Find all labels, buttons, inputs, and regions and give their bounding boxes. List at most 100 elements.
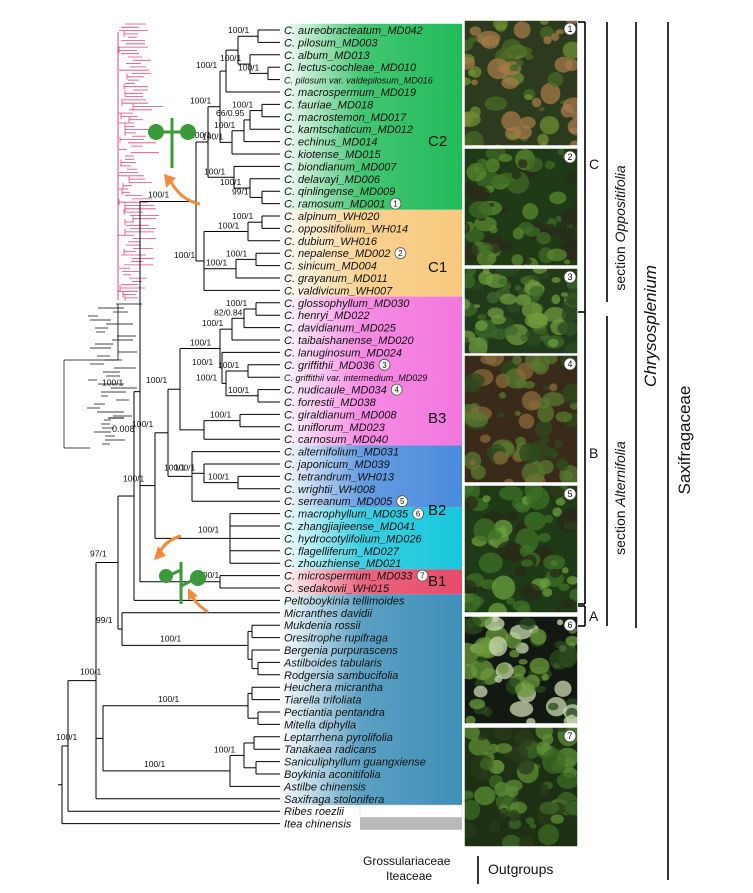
taxon-label: Itea chinensis: [284, 819, 352, 831]
support-value: 100/1: [196, 60, 218, 70]
clade-color-bands: [280, 23, 463, 830]
taxon-label: Tiarella trifoliata: [284, 695, 362, 707]
clade-label-c: C: [589, 156, 599, 172]
taxon-label: Ribes roezlii: [284, 806, 344, 818]
taxon-label: C. nepalense_MD002: [284, 248, 390, 260]
clade-band-a: [280, 569, 462, 595]
support-value: 100/1: [202, 318, 224, 328]
support-values: 100/1100/1100/1100/1100/166/0.95100/1100…: [56, 25, 260, 769]
taxon-label: C. kiotense_MD015: [284, 149, 381, 161]
specimen-marker: [390, 383, 403, 396]
photo-number: 7: [567, 731, 572, 741]
taxon-label: C. aureobracteatum_MD042: [284, 25, 423, 37]
taxon-label: C. kamtschaticum_MD012: [284, 124, 413, 136]
family-label-iteaceae: Iteaceae: [386, 869, 432, 883]
support-value: 100/1: [232, 211, 254, 221]
support-value: 100/1: [228, 385, 250, 395]
taxon-label: C. valdivicum_WH007: [284, 285, 393, 297]
clade-band-b3: [280, 296, 462, 446]
taxon-label: C. sinicum_MD004: [284, 261, 377, 273]
genus-label: Chrysosplenium: [641, 265, 660, 387]
specimen-marker-number: 2: [398, 249, 403, 258]
taxon-label: C. macrophyllum_MD035: [284, 509, 409, 521]
family-label-grossulariaceae: Grossulariaceae: [363, 854, 451, 868]
taxon-label: C. flagelliferum_MD027: [284, 546, 400, 558]
taxon-label: Tanakaea radicans: [284, 744, 377, 756]
iteaceae-band: [360, 817, 462, 830]
taxon-label: C. album_MD013: [284, 50, 370, 62]
taxon-label: C. oppositifolium_WH014: [284, 223, 408, 235]
taxon-label: C. macrospermum_MD019: [284, 87, 416, 99]
support-value: 100/1: [160, 633, 182, 643]
section-name-oppositifolia: Oppositifolia: [612, 165, 628, 242]
support-value: 100/1: [214, 120, 236, 130]
specimen-marker-number: 1: [393, 200, 398, 209]
clade-label-a: A: [589, 608, 599, 624]
taxon-label: C. forrestii_MD038: [284, 397, 377, 409]
taxon-label: C. sedakowii_WH015: [284, 583, 390, 595]
support-value: 99/1: [232, 186, 249, 196]
support-value: 100/1: [80, 667, 102, 677]
taxon-label: C. pilosum_MD003: [284, 37, 378, 49]
grossulariaceae-band: [359, 804, 463, 818]
support-value: 100/1: [202, 131, 224, 141]
specimen-marker: [394, 247, 407, 260]
taxon-label: C. dubium_WH016: [284, 236, 378, 248]
support-value: 100/1: [123, 474, 145, 484]
specimen-marker-number: 4: [395, 386, 400, 395]
clade-label-b1: B1: [428, 573, 446, 590]
taxon-label: C. macrostemon_MD017: [284, 112, 407, 124]
clade-label-b: B: [589, 445, 598, 461]
photo-number: 6: [567, 620, 572, 630]
taxon-label: C. carnosum_MD040: [284, 434, 389, 446]
specimen-marker: [389, 197, 402, 210]
taxon-label: C. griffithii_MD036: [284, 360, 375, 372]
scale-bar: 0.008: [108, 417, 135, 434]
support-value: 100/1: [206, 258, 228, 268]
specimen-marker-number: 6: [416, 510, 421, 519]
section-prefix: section: [612, 242, 628, 290]
plant-photo-5: 5: [463, 484, 579, 614]
taxon-label: Micranthes davidii: [284, 608, 373, 620]
support-value: 100/1: [198, 524, 220, 534]
taxon-label: C. uniflorum_MD023: [284, 422, 386, 434]
taxon-label: C. alternifolium_MD031: [284, 447, 399, 459]
taxon-label: C. echinus_MD014: [284, 137, 378, 149]
photo-number: 3: [567, 272, 572, 282]
clade-band-c2: [280, 23, 462, 210]
taxon-label: C. alpinum_WH020: [284, 211, 380, 223]
support-value: 100/1: [226, 298, 248, 308]
clade-band-c1: [280, 209, 462, 297]
taxon-label: Mitella diphylla: [284, 719, 356, 731]
phylogenetic-tree: [58, 29, 280, 825]
section-brackets: [477, 21, 669, 884]
taxon-label: Heuchera micrantha: [284, 682, 383, 694]
specimen-marker-number: 5: [400, 497, 405, 506]
clade-label-b2: B2: [428, 502, 446, 519]
scale-bar-label: 0.008: [112, 424, 135, 434]
taxon-label: C. ramosum_MD001: [284, 199, 385, 211]
support-value: 100/1: [190, 338, 212, 348]
specimen-marker: [416, 569, 429, 582]
support-value: 100/1: [196, 372, 218, 382]
support-value: 100/1: [226, 248, 248, 258]
outgroups-label: Outgroups: [488, 861, 553, 877]
support-value: 100/1: [198, 570, 220, 580]
taxon-label: C. serreanum_MD005: [284, 496, 393, 508]
taxon-label: C. nudicaule_MD034: [284, 385, 387, 397]
taxon-label: C. tetrandrum_WH013: [284, 471, 395, 483]
plant-photo-7: 7: [463, 726, 579, 848]
taxon-label: C. griffithii var. intermedium_MD029: [284, 373, 427, 383]
taxon-label: Boykinia aconitifolia: [284, 769, 381, 781]
clade-band-b2: [280, 445, 462, 508]
support-value: 100/1: [190, 130, 212, 140]
support-value: 100/1: [132, 419, 154, 429]
support-value: 99/1: [96, 615, 113, 625]
taxon-label: C. qinlingense_MD009: [284, 186, 395, 198]
taxon-label: C. japonicum_MD039: [284, 459, 390, 471]
taxon-label: C. wrightii_WH008: [284, 484, 376, 496]
support-value: 100/1: [146, 375, 168, 385]
opposite-leaf-plant-icon: [148, 118, 196, 168]
support-value: 100/1: [56, 732, 78, 742]
plant-photo-6: 6: [463, 615, 579, 725]
